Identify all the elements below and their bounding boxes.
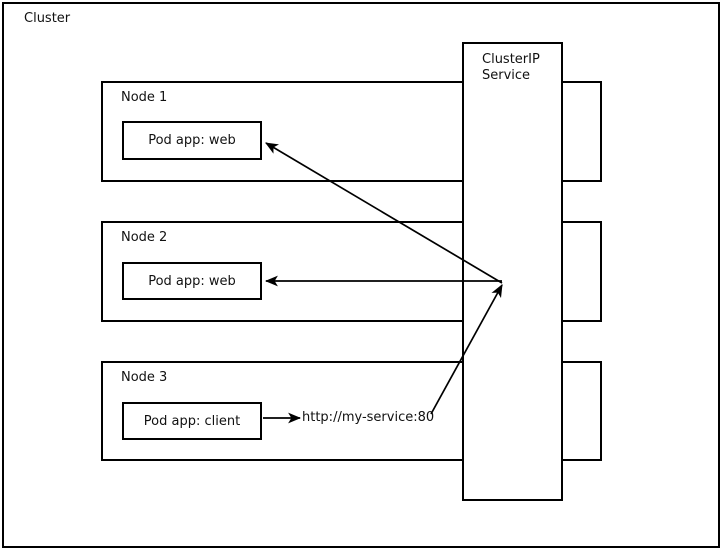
node-3-label: Node 3	[121, 370, 168, 385]
pod-web-2-label: Pod app: web	[148, 273, 236, 289]
service-label-line-2: Service	[482, 68, 531, 83]
pod-web-1-box: Pod app: web	[122, 121, 262, 160]
pod-client-label: Pod app: client	[143, 413, 241, 429]
service-label-line-1: ClusterIP	[482, 52, 540, 67]
cluster-label: Cluster	[24, 11, 71, 26]
node-2-label: Node 2	[121, 230, 168, 245]
pod-web-1-label: Pod app: web	[148, 133, 236, 148]
cluster-ip-service-label: ClusterIP Service	[482, 52, 540, 84]
request-url-label: http://my-service:80	[302, 410, 435, 425]
pod-web-2-box: Pod app: web	[122, 262, 262, 300]
pod-client-box: Pod app: client	[122, 402, 262, 440]
cluster-ip-service-box: ClusterIP Service	[462, 42, 563, 501]
node-1-label: Node 1	[121, 90, 168, 105]
